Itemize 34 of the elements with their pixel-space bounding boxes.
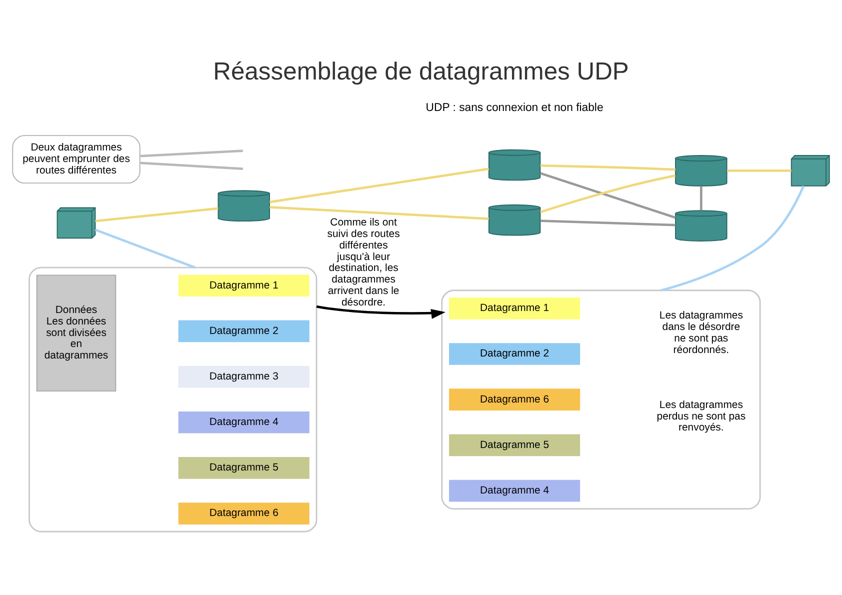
diagram-title: Réassemblage de datagrammes UDP <box>213 58 629 86</box>
connector <box>660 186 805 292</box>
connector <box>540 174 676 214</box>
node-box: Datagramme 1 <box>449 298 580 320</box>
node-box: Datagramme 1 <box>178 274 310 297</box>
node-box: Données Les données sont divisées en datagrammes <box>36 274 116 392</box>
arrow <box>316 305 446 319</box>
connector <box>700 186 702 210</box>
cluster <box>441 290 761 510</box>
node-box: Datagramme 2 <box>178 320 310 342</box>
connector <box>269 168 490 204</box>
label: Les datagrammes dans le désordre ne sont pas réordonnés. <box>659 310 743 356</box>
node-box: Datagramme 4 <box>449 480 580 502</box>
connector <box>540 172 676 219</box>
edge-label: Comme ils ont suivi des routes différentes jusqu'à leur destination, les datagrammes arrivent dans le désordre. <box>327 218 400 308</box>
node-box: Datagramme 4 <box>178 411 310 434</box>
node-box: Datagramme 6 <box>178 502 310 524</box>
label: Les datagrammes perdus ne sont pas renvoyés. <box>656 400 746 434</box>
connector <box>94 228 196 269</box>
node-box: Datagramme 6 <box>449 388 580 411</box>
cluster <box>28 266 318 532</box>
connector <box>540 164 676 171</box>
connector <box>727 170 792 172</box>
node-box: Deux datagrammes peuvent emprunter des routes différentes <box>12 135 140 184</box>
label: UDP : sans connexion et non fiable <box>426 102 604 114</box>
node-box: Datagramme 5 <box>178 457 310 479</box>
connector <box>140 162 243 170</box>
node-box: Datagramme 5 <box>449 434 580 456</box>
node-box: Datagramme 2 <box>449 343 580 365</box>
connector <box>140 150 243 158</box>
connector <box>95 207 218 222</box>
node-box: Datagramme 3 <box>178 366 310 388</box>
connector <box>540 220 676 226</box>
connector <box>270 206 489 220</box>
